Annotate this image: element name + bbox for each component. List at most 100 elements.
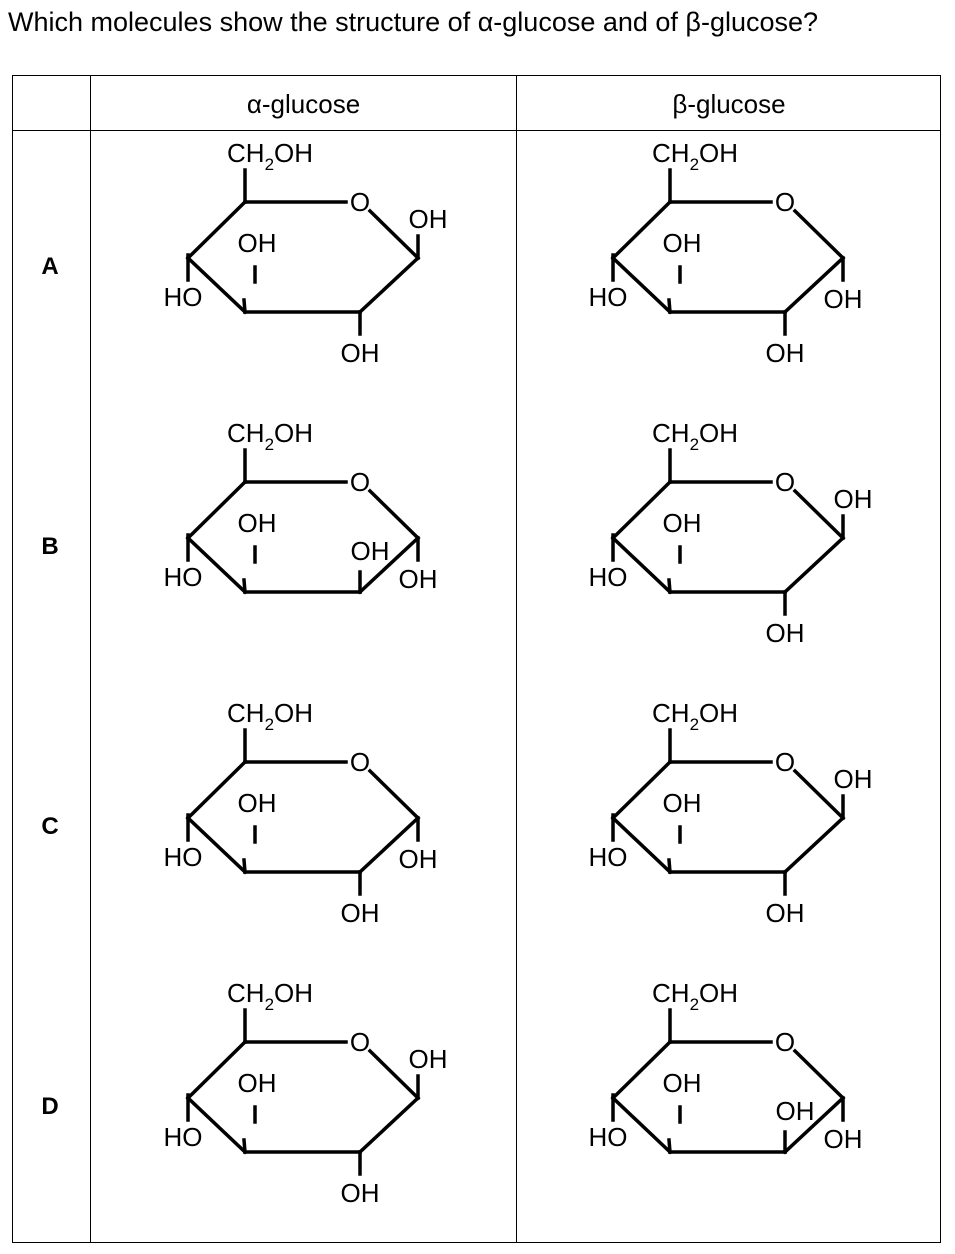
row-label-a: A [41, 253, 59, 280]
c1-oh-label: OH [834, 484, 873, 514]
c3-bond [667, 1138, 672, 1154]
ring-bond [610, 815, 673, 875]
ch2oh-label: CH2OH [652, 978, 738, 1014]
c3-oh-label: OH [663, 228, 702, 258]
c4-ho-label: HO [589, 562, 628, 592]
c1-oh-label: OH [409, 1044, 448, 1074]
c1-oh-label: OH [824, 1124, 863, 1154]
ring-bond [782, 255, 846, 315]
ring-bond [185, 255, 248, 315]
ring-oxygen-label: O [350, 467, 370, 497]
c2-oh-label: OH [341, 898, 380, 928]
ring-bond [610, 535, 673, 595]
c4-ho-label: HO [589, 1122, 628, 1152]
table-divider-mid-col [516, 75, 517, 1243]
molecule-alpha-row-c: CH2OH O HO OH OH OH [164, 698, 438, 928]
ring-bond [610, 1039, 673, 1101]
c2-oh-label: OH [341, 338, 380, 368]
ch2oh-label: CH2OH [227, 418, 313, 454]
row-label-c: C [41, 813, 59, 840]
c4-ho-label: HO [164, 842, 203, 872]
ring-oxygen-label: O [775, 1027, 795, 1057]
ring-bond [367, 208, 421, 261]
ring-bond [782, 535, 846, 595]
c1-oh-label: OH [824, 284, 863, 314]
c2-oh-label: OH [351, 536, 390, 566]
c3-bond [242, 298, 247, 314]
table-divider-label-col [90, 75, 91, 1243]
ring-bond [792, 1048, 846, 1101]
molecule-alpha-row-b: CH2OH O HO OH OH OH [164, 418, 438, 595]
c2-oh-label: OH [766, 898, 805, 928]
table-header-divider [12, 130, 941, 131]
ring-bond [357, 535, 421, 595]
c3-bond [667, 298, 672, 314]
ring-bond [185, 1039, 248, 1101]
col-header-alpha: α-glucose [246, 89, 361, 119]
c4-ho-label: HO [589, 842, 628, 872]
ring-oxygen-label: O [775, 747, 795, 777]
c3-bond [242, 578, 247, 594]
c2-oh-label: OH [766, 338, 805, 368]
c3-oh-label: OH [663, 508, 702, 538]
c1-oh-label: OH [834, 764, 873, 794]
ring-bond [610, 1095, 673, 1155]
ring-oxygen-label: O [350, 747, 370, 777]
c4-ho-label: HO [164, 282, 203, 312]
c3-oh-label: OH [663, 1068, 702, 1098]
c3-bond [242, 858, 247, 874]
c3-oh-label: OH [663, 788, 702, 818]
ring-bond [610, 255, 673, 315]
ring-bond [185, 1095, 248, 1155]
ring-bond [357, 255, 421, 315]
c3-oh-label: OH [238, 508, 277, 538]
molecule-beta-row-d: CH2OH O HO OH OH OH [589, 978, 863, 1155]
ring-bond [792, 208, 846, 261]
row-label-d: D [41, 1093, 59, 1120]
ring-bond [367, 488, 421, 541]
ring-bond [792, 488, 846, 541]
ring-bond [782, 815, 846, 875]
c3-oh-label: OH [238, 1068, 277, 1098]
ring-bond [357, 815, 421, 875]
c1-oh-label: OH [409, 204, 448, 234]
ring-bond [185, 815, 248, 875]
ring-bond [357, 1095, 421, 1155]
c2-oh-label: OH [776, 1096, 815, 1126]
row-label-b: B [41, 533, 59, 560]
c4-ho-label: HO [589, 282, 628, 312]
c2-oh-label: OH [341, 1178, 380, 1208]
ring-bond [367, 1048, 421, 1101]
ring-oxygen-label: O [775, 467, 795, 497]
ch2oh-label: CH2OH [652, 698, 738, 734]
c1-oh-label: OH [399, 564, 438, 594]
ring-bond [792, 768, 846, 821]
c3-oh-label: OH [238, 228, 277, 258]
c1-oh-label: OH [399, 844, 438, 874]
ring-bond [185, 479, 248, 541]
molecule-alpha-row-a: CH2OH O HO OH OH OH [164, 138, 448, 368]
ring-bond [185, 199, 248, 261]
c3-bond [242, 1138, 247, 1154]
ch2oh-label: CH2OH [227, 698, 313, 734]
ring-bond [610, 199, 673, 261]
c2-oh-label: OH [766, 618, 805, 648]
c3-bond [667, 578, 672, 594]
ring-oxygen-label: O [350, 1027, 370, 1057]
ring-bond [782, 1095, 846, 1155]
ring-bond [367, 768, 421, 821]
molecule-beta-row-a: CH2OH O HO OH OH OH [589, 138, 863, 368]
answer-table [12, 75, 941, 1243]
c3-bond [667, 858, 672, 874]
col-header-beta: β-glucose [672, 89, 786, 119]
ch2oh-label: CH2OH [227, 138, 313, 174]
molecule-beta-row-c: CH2OH O HO OH OH OH [589, 698, 873, 928]
ring-oxygen-label: O [775, 187, 795, 217]
ch2oh-label: CH2OH [227, 978, 313, 1014]
ring-oxygen-label: O [350, 187, 370, 217]
c4-ho-label: HO [164, 562, 203, 592]
ch2oh-label: CH2OH [652, 138, 738, 174]
c4-ho-label: HO [164, 1122, 203, 1152]
c3-oh-label: OH [238, 788, 277, 818]
